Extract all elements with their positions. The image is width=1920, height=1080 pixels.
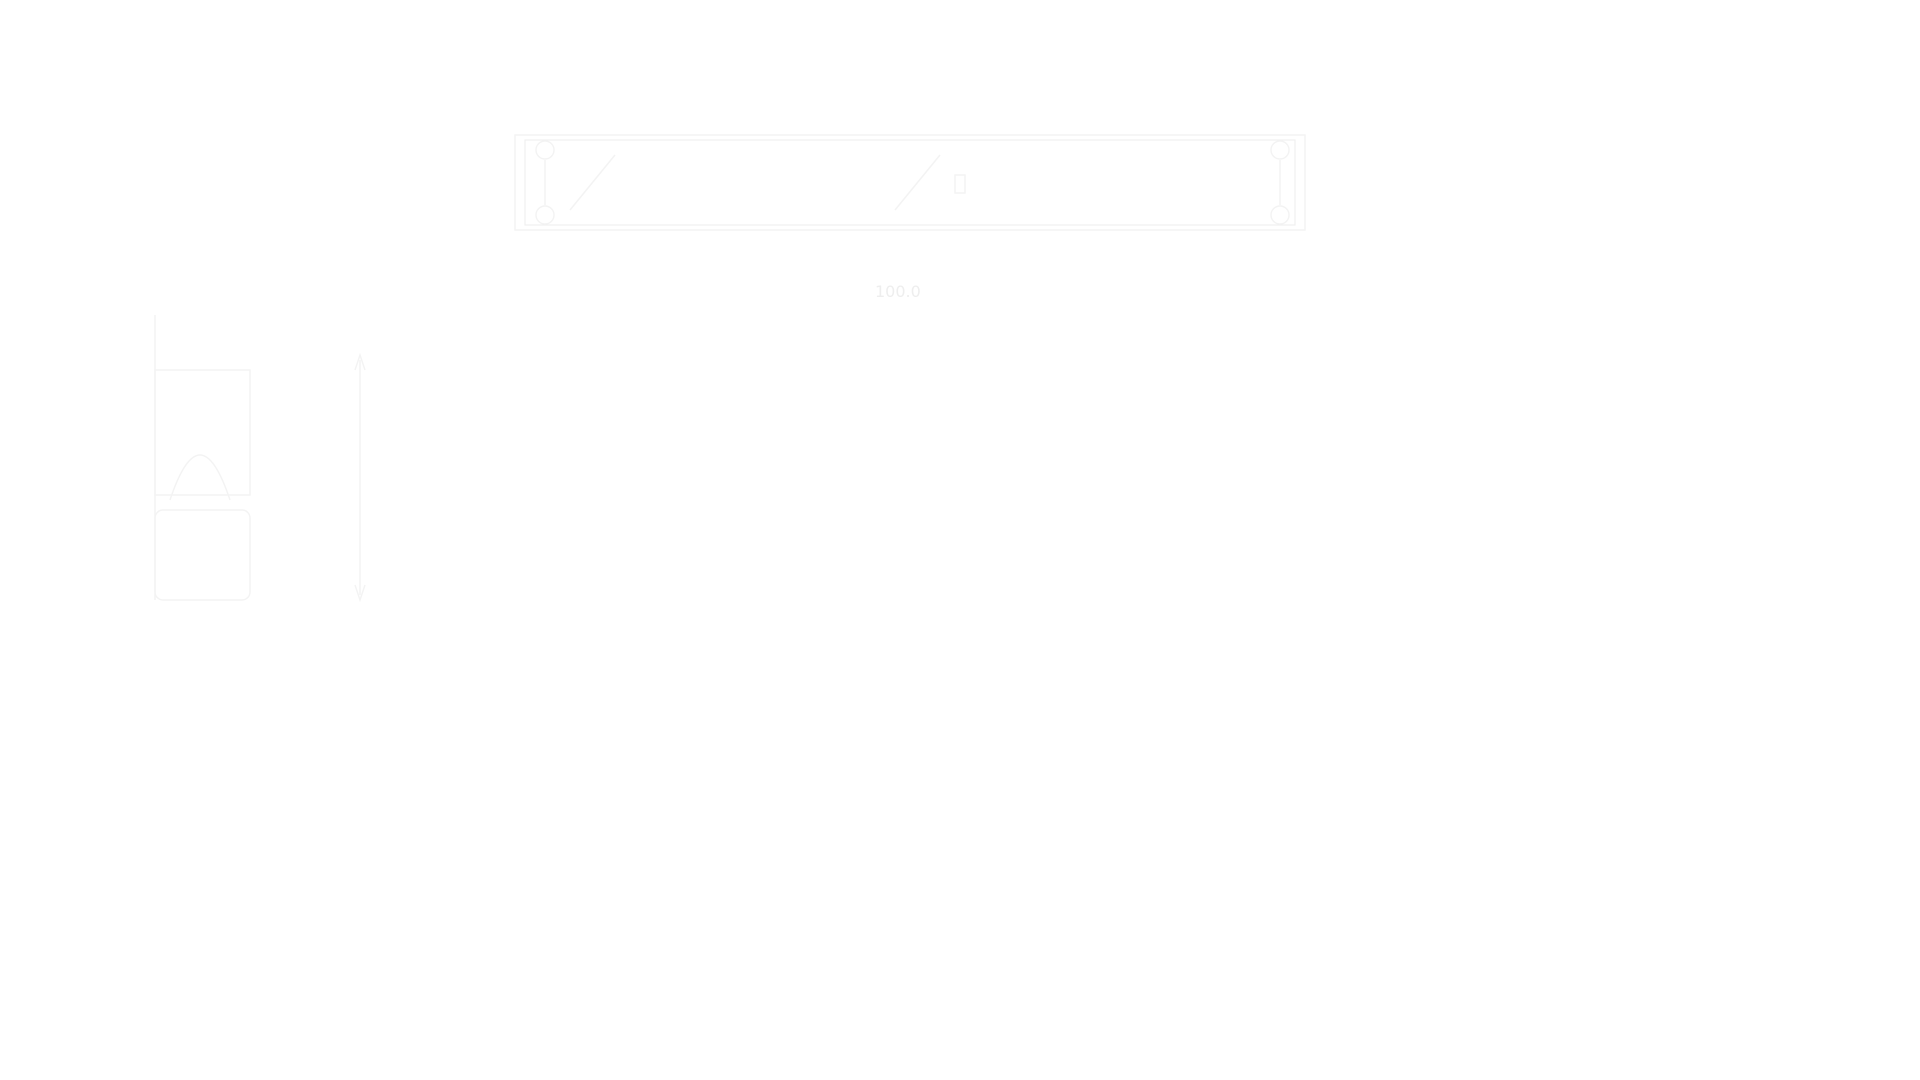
front-width-dimension: 100.0 <box>875 282 921 301</box>
top-view <box>514 134 1306 231</box>
side-view <box>154 315 366 603</box>
